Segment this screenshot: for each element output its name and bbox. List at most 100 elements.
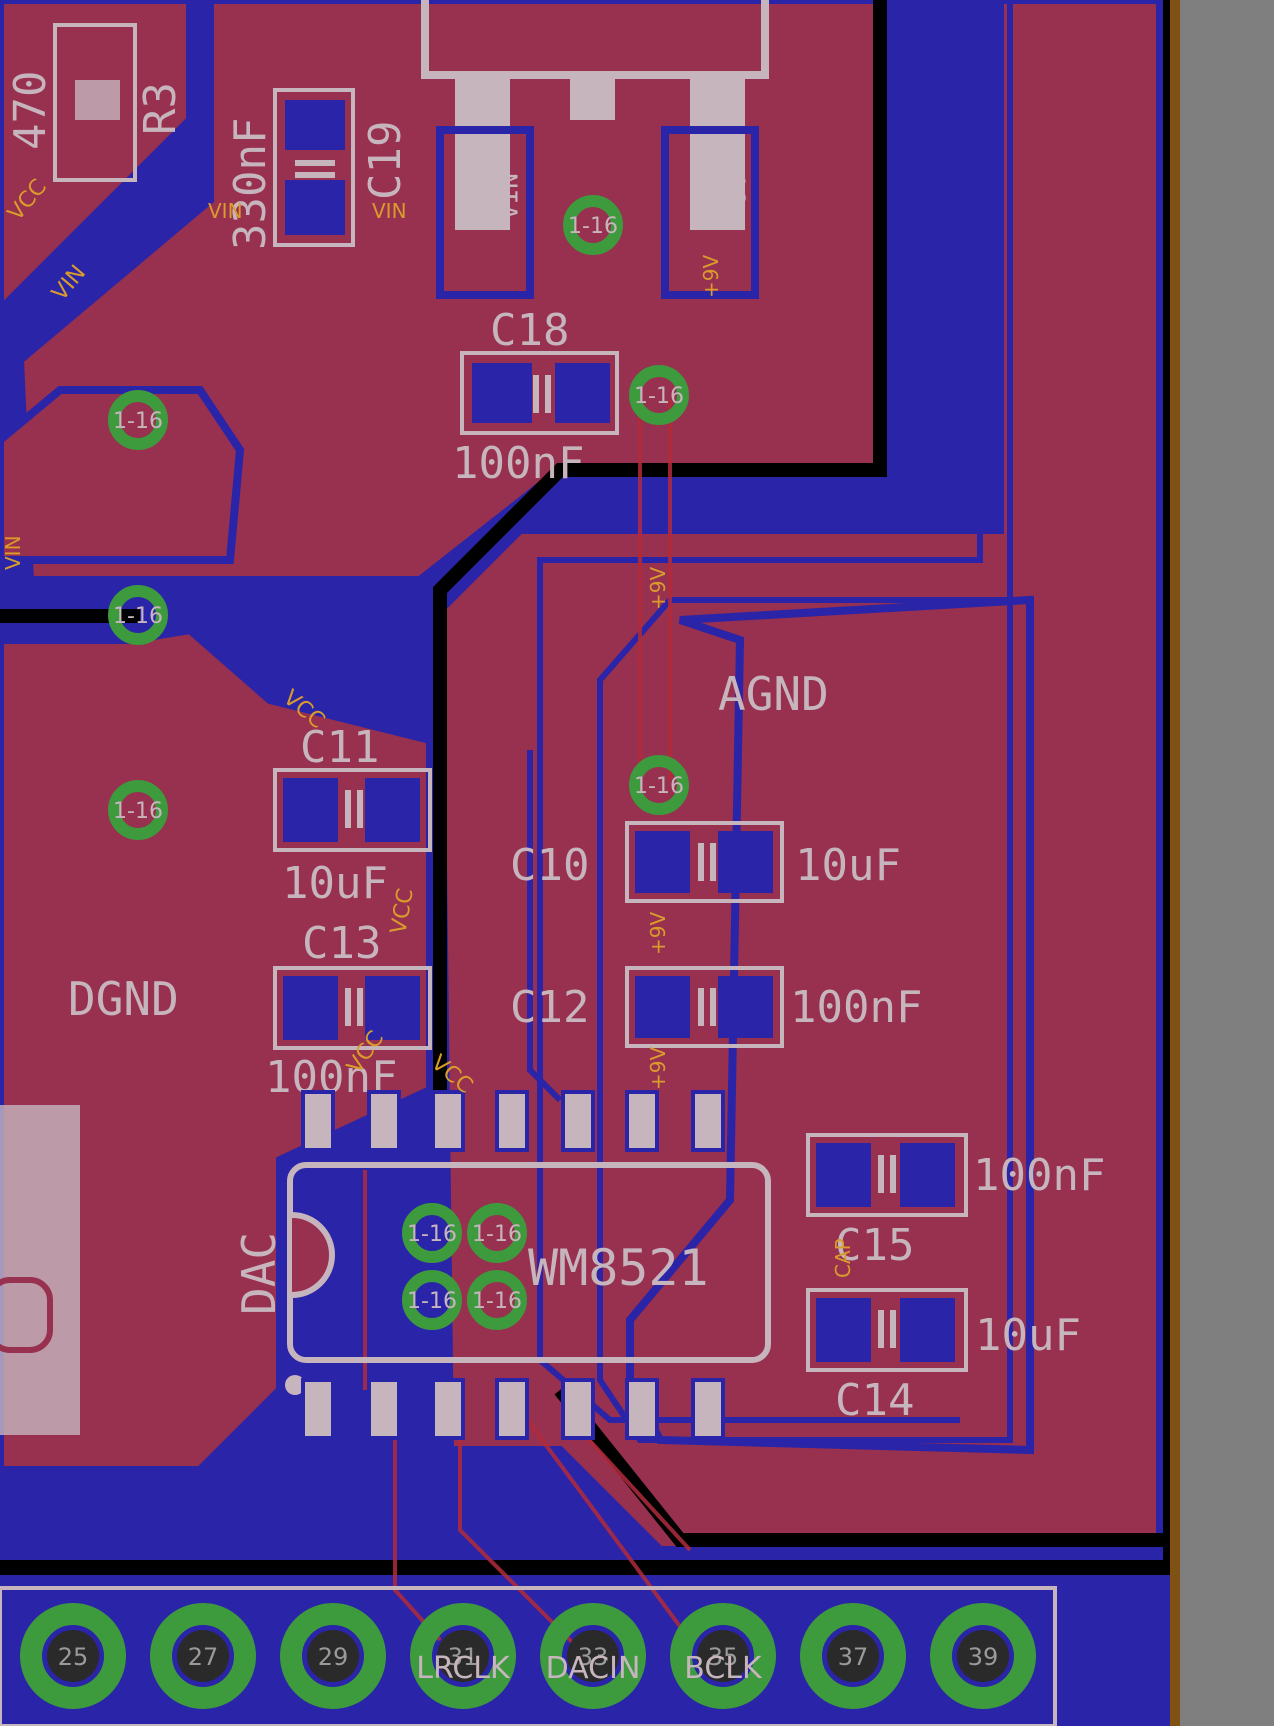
net-label-plus9v: +9V (646, 567, 670, 610)
c13-name: C13 (302, 918, 381, 969)
header-pin-number: 29 (318, 1643, 349, 1671)
capacitor-c11[interactable]: C11 10uF (273, 722, 432, 909)
via-label: 1-16 (634, 774, 684, 799)
c11-name: C11 (300, 722, 379, 773)
via: 1-16 (563, 195, 623, 255)
c15-name: C15 (835, 1220, 914, 1271)
partial-connector-left (0, 1105, 80, 1435)
net-label-vin: VIN (208, 199, 243, 223)
net-label-cap: CAP (831, 1238, 855, 1278)
c15-value: 100nF (973, 1150, 1105, 1201)
net-label-vin: VIN (372, 199, 407, 223)
via: 1-16 (108, 390, 168, 450)
vias: 1-16 1-16 1-16 1-16 1-16 1-16 1-16 1-16 1-16 1-16 (108, 195, 689, 1330)
via-label: 1-16 (407, 1289, 457, 1314)
header-pin-number: 35 (708, 1643, 739, 1671)
header-pin-39[interactable]: 39 (930, 1603, 1036, 1709)
dac-value: WM8521 (528, 1239, 709, 1297)
dac-pin-top (625, 1090, 659, 1152)
header-pin-27[interactable]: 27 (150, 1603, 256, 1709)
header-pin-number: 39 (968, 1643, 999, 1671)
via: 1-16 (402, 1270, 462, 1330)
c18-name: C18 (490, 305, 569, 356)
capacitor-c19[interactable]: C19 330nF (225, 88, 411, 250)
c19-name: C19 (360, 121, 411, 200)
header-pin-37[interactable]: 37 (800, 1603, 906, 1709)
net-label-vin: VIN (1, 535, 25, 570)
dac-pin-top (301, 1090, 335, 1152)
capacitor-c12[interactable]: C12 100nF (510, 966, 922, 1048)
via-label: 1-16 (568, 214, 618, 239)
voltage-regulator[interactable]: 1VIN 3+9V (421, 0, 769, 299)
dac-pins-bottom (301, 1378, 725, 1440)
regulator-pin3-label: 3+9V (695, 173, 752, 220)
header-pin-31[interactable]: 31 (410, 1603, 516, 1709)
r3-name: R3 (135, 82, 186, 135)
capacitor-c15[interactable]: C15 100nF (806, 1133, 1105, 1271)
capacitor-c18[interactable]: C18 100nF (452, 305, 619, 489)
via-label: 1-16 (113, 604, 163, 629)
net-label-plus9v: +9V (646, 1047, 670, 1090)
dac-pin-bottom (691, 1378, 725, 1440)
dac-pin-bottom (367, 1378, 401, 1440)
dac-pin-bottom (495, 1378, 529, 1440)
c18-value: 100nF (452, 438, 584, 489)
agnd-zone-label: AGND (718, 667, 829, 721)
capacitor-c10[interactable]: C10 10uF (510, 821, 901, 903)
via: 1-16 (629, 755, 689, 815)
dac-pin-bottom (561, 1378, 595, 1440)
via: 1-16 (108, 585, 168, 645)
via-label: 1-16 (407, 1222, 457, 1247)
header-pin-25[interactable]: 25 (20, 1603, 126, 1709)
header-pin-33[interactable]: 33 (540, 1603, 646, 1709)
dgnd-zone-label: DGND (68, 972, 179, 1026)
via-label: 1-16 (634, 384, 684, 409)
header-signal-label: LRCLK (416, 1651, 511, 1686)
via: 1-16 (402, 1203, 462, 1263)
capacitor-c14[interactable]: C14 10uF (806, 1288, 1081, 1426)
header-pin-number: 31 (448, 1643, 479, 1671)
net-label-plus9v: +9V (646, 912, 670, 955)
via: 1-16 (467, 1270, 527, 1330)
dac-pin-bottom (625, 1378, 659, 1440)
resistor-r3[interactable]: R3 470 (5, 23, 186, 182)
via-label: 1-16 (472, 1289, 522, 1314)
header-pin-35[interactable]: 35 (670, 1603, 776, 1709)
via: 1-16 (629, 365, 689, 425)
c19-value: 330nF (225, 118, 276, 250)
header-pin-number: 37 (838, 1643, 869, 1671)
via: 1-16 (108, 780, 168, 840)
via-label: 1-16 (113, 409, 163, 434)
header-pin-number: 25 (58, 1643, 89, 1671)
dac-pin-top (367, 1090, 401, 1152)
dac-pin-bottom (301, 1378, 335, 1440)
dac-ic-wm8521[interactable]: DAC WM8521 (232, 1162, 771, 1395)
dac-pin-top (691, 1090, 725, 1152)
header-signal-label: DACIN (546, 1651, 641, 1686)
c11-value: 10uF (282, 858, 388, 909)
dac-pins-top (301, 1090, 725, 1152)
board-edge (1170, 0, 1180, 1726)
c14-value: 10uF (975, 1310, 1081, 1361)
c12-name: C12 (510, 982, 589, 1033)
c10-value: 10uF (795, 840, 901, 891)
via-label: 1-16 (113, 799, 163, 824)
dac-name: DAC (232, 1232, 286, 1315)
header-outline (0, 1586, 1057, 1726)
via-label: 1-16 (472, 1222, 522, 1247)
dac-pin-top (561, 1090, 595, 1152)
header-signal-label: BCLK (684, 1651, 763, 1686)
via: 1-16 (467, 1203, 527, 1263)
header-pin-29[interactable]: 29 (280, 1603, 386, 1709)
c12-value: 100nF (790, 982, 922, 1033)
regulator-pin1-label: 1VIN (467, 173, 524, 220)
header-pins: 25 27 29 31 33 35 37 39 LRCLK DACIN BCLK (20, 1603, 1036, 1709)
bottom-traces (527, 0, 1013, 1443)
r3-value: 470 (5, 71, 56, 150)
dac-pin-bottom (431, 1378, 465, 1440)
dac-pin-top (495, 1090, 529, 1152)
c10-name: C10 (510, 840, 589, 891)
scrollbar-track[interactable] (1180, 0, 1274, 1726)
dac-pin-top (431, 1090, 465, 1152)
